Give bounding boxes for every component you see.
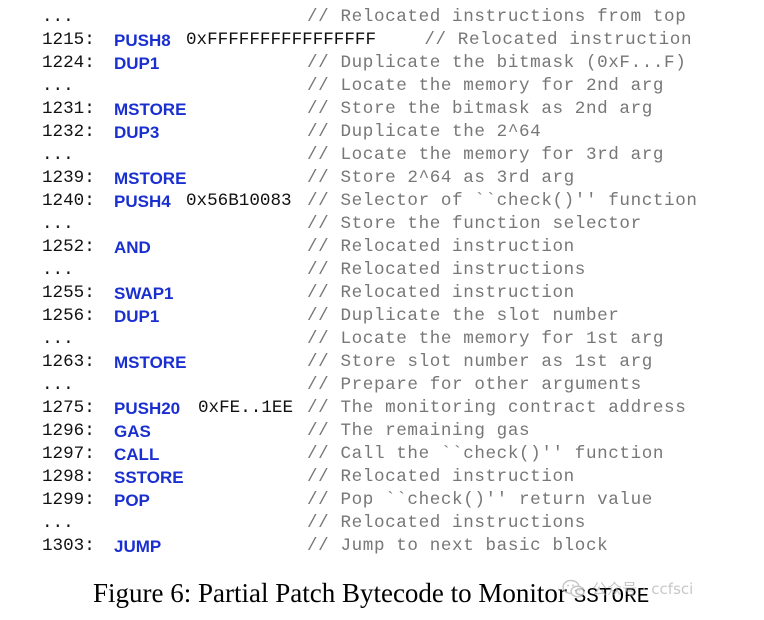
code-comment: // Call the ``check()'' function [307,444,665,464]
operand: 0x56B10083 [186,191,292,211]
code-comment: // Store 2^64 as 3rd arg [307,168,575,188]
code-comment: // Relocated instruction [307,283,575,303]
opcode: DUP1 [114,54,160,73]
code-comment: // Jump to next basic block [307,536,609,556]
code-comment: // Locate the memory for 1st arg [307,329,665,349]
line-number: 1296: [42,421,95,441]
code-comment: // Duplicate the slot number [307,306,620,326]
line-number: 1275: [42,398,95,418]
line-number: 1224: [42,53,95,73]
line-number: ... [42,513,74,533]
opcode: AND [114,238,151,257]
code-comment: // The monitoring contract address [307,398,687,418]
caption-code: SSTORE [573,586,650,609]
line-number: ... [42,260,74,280]
figure-caption: Figure 6: Partial Patch Bytecode to Moni… [93,578,649,609]
watermark: 公众号 · ccfsci [562,578,693,599]
opcode: POP [114,491,150,510]
line-number: ... [42,375,74,395]
caption-text: Figure 6: Partial Patch Bytecode to Moni… [93,578,574,608]
line-number: ... [42,329,74,349]
code-comment: // Relocated instructions from top [307,7,687,27]
operand: 0xFE..1EE [198,398,294,418]
code-comment: // Prepare for other arguments [307,375,642,395]
line-number: 1231: [42,99,95,119]
code-comment: // Relocated instruction [402,30,693,50]
wechat-icon [562,579,585,597]
opcode: SSTORE [114,468,184,487]
line-number: ... [42,76,74,96]
line-number: 1240: [42,191,95,211]
opcode: CALL [114,445,160,464]
code-comment: // The remaining gas [307,421,531,441]
opcode: PUSH4 [114,192,171,211]
line-number: ... [42,214,74,234]
line-number: 1255: [42,283,95,303]
watermark-text: 公众号 · ccfsci [592,580,694,598]
opcode: DUP3 [114,123,160,142]
opcode: MSTORE [114,169,187,188]
line-number: 1239: [42,168,95,188]
line-number: 1298: [42,467,95,487]
code-comment: // Relocated instructions [307,260,586,280]
line-number: 1232: [42,122,95,142]
line-number: ... [42,7,74,27]
line-number: 1252: [42,237,95,257]
opcode: SWAP1 [114,284,174,303]
line-number: 1256: [42,306,95,326]
code-comment: // Store the bitmask as 2nd arg [307,99,653,119]
code-comment: // Pop ``check()'' return value [307,490,653,510]
code-comment: // Relocated instruction [307,237,575,257]
opcode: PUSH20 [114,399,181,418]
line-number: 1215: [42,30,95,50]
code-comment: // Relocated instruction [307,467,575,487]
code-comment: // Relocated instructions [307,513,586,533]
line-number: ... [42,145,74,165]
operand: 0xFFFFFFFFFFFFFFFF [186,30,377,50]
code-comment: // Store the function selector [307,214,642,234]
code-comment: // Locate the memory for 3rd arg [307,145,665,165]
line-number: 1297: [42,444,95,464]
code-comment: // Selector of ``check()'' function [307,191,698,211]
code-comment: // Duplicate the bitmask (0xF...F) [307,53,687,73]
opcode: JUMP [114,537,162,556]
line-number: 1303: [42,536,95,556]
line-number: 1299: [42,490,95,510]
opcode: MSTORE [114,100,187,119]
opcode: GAS [114,422,151,441]
code-comment: // Duplicate the 2^64 [307,122,542,142]
line-number: 1263: [42,352,95,372]
opcode: PUSH8 [114,31,171,50]
code-comment: // Store slot number as 1st arg [307,352,653,372]
opcode: MSTORE [114,353,187,372]
code-comment: // Locate the memory for 2nd arg [307,76,665,96]
opcode: DUP1 [114,307,160,326]
